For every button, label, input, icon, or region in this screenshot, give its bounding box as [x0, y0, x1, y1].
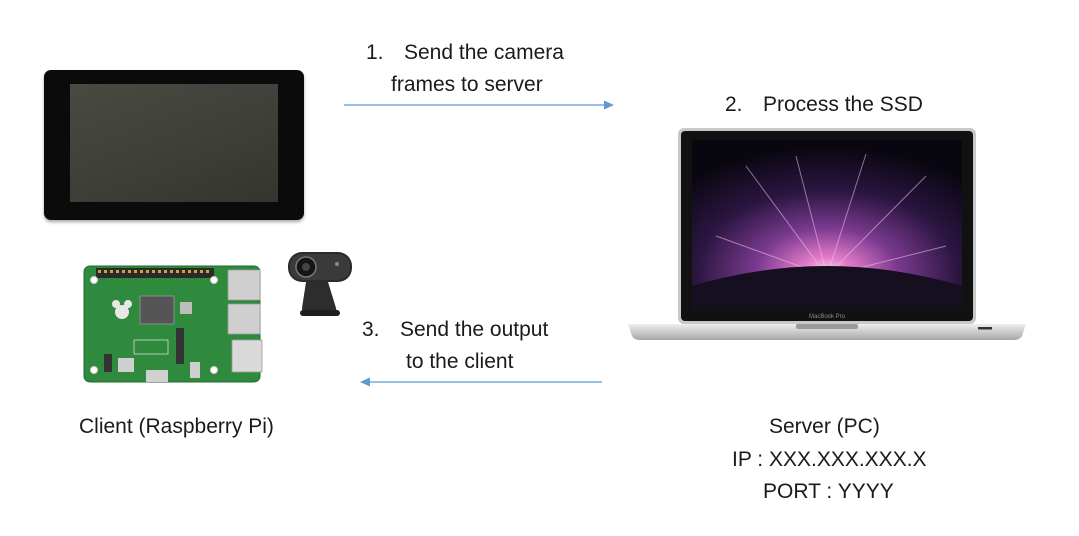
display-screen [70, 84, 278, 202]
webcam-icon [288, 252, 352, 316]
laptop-brand: MacBook Pro [809, 314, 846, 320]
step3-label: 3.Send the output [362, 318, 549, 341]
step1-label-line2: frames to server [391, 73, 543, 96]
step1-label: 1.Send the camera [366, 41, 564, 64]
server-label: Server (PC) [769, 415, 880, 438]
step3-label-line2: to the client [406, 350, 514, 373]
raspberry-pi-board-icon [83, 265, 263, 383]
client-label: Client (Raspberry Pi) [79, 415, 274, 438]
arrow-to-client [360, 377, 602, 387]
laptop-icon: MacBook Pro [628, 128, 1026, 340]
step2-label: 2.Process the SSD [725, 93, 923, 116]
server-port: PORT : YYYY [763, 480, 894, 503]
arrow-to-server [344, 100, 614, 110]
server-ip: IP : XXX.XXX.XXX.X [732, 448, 927, 471]
touchscreen-display-icon [44, 70, 304, 220]
